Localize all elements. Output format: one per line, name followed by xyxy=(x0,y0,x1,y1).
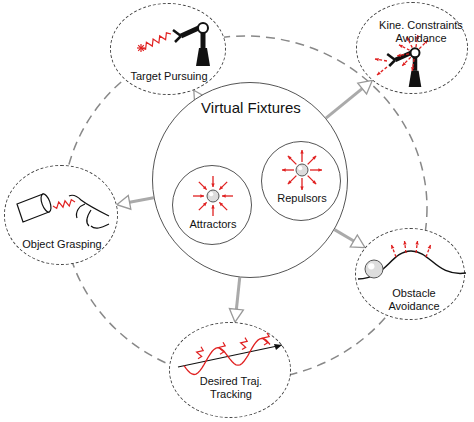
sphere-highlight xyxy=(298,166,302,170)
force-arrowhead xyxy=(397,54,401,57)
node-label: Kine. Constraints Avoidance xyxy=(375,19,467,45)
hollow-arrowhead xyxy=(350,235,365,248)
force-arrow xyxy=(219,202,227,210)
target-star xyxy=(138,45,144,51)
force-arrowhead xyxy=(219,202,223,206)
force-arrowhead xyxy=(399,45,403,48)
spring-line xyxy=(141,33,171,49)
hollow-arrowhead xyxy=(229,309,243,323)
robot-gripper xyxy=(173,30,181,42)
virtual-fixtures-circle: Virtual FixturesAttractors Repulsors xyxy=(152,82,348,278)
obstacle-curve xyxy=(358,251,466,279)
node-illustration xyxy=(262,142,342,222)
force-arrowhead xyxy=(222,194,226,197)
sphere xyxy=(207,190,219,202)
force-arrowhead xyxy=(300,150,303,154)
force-arrow xyxy=(219,182,227,190)
target-pursuing-circle: Target Pursuing xyxy=(110,3,226,95)
arrow-shaft xyxy=(334,230,353,241)
fixture-arrow xyxy=(117,195,154,209)
node-label: Virtual Fixtures xyxy=(201,99,301,117)
force-arrowhead xyxy=(200,194,204,197)
force-arrowhead xyxy=(318,168,322,171)
spring-line xyxy=(53,200,75,209)
hollow-arrowhead xyxy=(358,80,372,94)
force-arrowhead xyxy=(415,241,418,245)
node-label: Obstacle Avoidance xyxy=(378,287,450,313)
force-arrowhead xyxy=(211,183,214,187)
robot-joint xyxy=(198,23,208,33)
node-illustration xyxy=(173,166,253,246)
node-illustration xyxy=(170,323,292,419)
force-arrow xyxy=(199,202,207,210)
force-arrowhead xyxy=(211,205,214,209)
force-arrowhead xyxy=(282,168,286,171)
force-arrowhead xyxy=(375,58,379,61)
spring-line xyxy=(197,347,204,359)
force-arrow xyxy=(426,245,431,257)
force-arrowhead xyxy=(203,186,207,190)
sphere xyxy=(365,260,383,278)
force-arrowhead xyxy=(391,245,394,249)
spring-line xyxy=(219,342,226,354)
trajectory-tracking-circle: Desired Traj. Tracking xyxy=(169,322,291,418)
fixture-arrow xyxy=(229,277,243,322)
force-arrowhead xyxy=(288,156,292,160)
force-arrow xyxy=(377,67,387,75)
node-illustration xyxy=(111,4,227,96)
force-arrowhead xyxy=(402,62,406,66)
robot-base xyxy=(409,71,422,87)
node-label: Target Pursuing xyxy=(121,70,217,83)
force-arrow xyxy=(308,176,316,184)
kinematic-constraints-circle: Kine. Constraints Avoidance xyxy=(356,2,468,94)
cylinder-end xyxy=(39,193,53,214)
sphere xyxy=(296,164,308,176)
force-arrow xyxy=(308,156,316,164)
spring-line xyxy=(241,338,248,350)
force-arrow xyxy=(399,45,410,50)
force-arrowhead xyxy=(312,180,316,184)
force-arrow xyxy=(392,245,397,257)
sine-trajectory xyxy=(184,338,270,374)
robot-joint xyxy=(411,48,420,57)
force-arrow xyxy=(402,57,410,65)
force-arrowhead xyxy=(428,245,431,249)
sphere-highlight xyxy=(368,263,374,269)
robot-gripper xyxy=(387,54,395,66)
node-illustration xyxy=(357,3,469,95)
robot-base xyxy=(196,48,210,66)
arrow-shaft xyxy=(130,198,154,202)
force-arrow xyxy=(199,182,207,190)
node-label: Desired Traj. Tracking xyxy=(192,375,270,401)
fixture-arrow xyxy=(334,230,364,248)
fixture-arrow xyxy=(326,80,372,118)
node-label: Repulsors xyxy=(266,192,338,205)
force-arrow xyxy=(288,156,296,164)
node-label: Object Grasping xyxy=(15,238,109,251)
hand-outline xyxy=(69,195,109,228)
node-illustration xyxy=(5,166,119,266)
arrow-shaft xyxy=(236,277,239,309)
attractors-circle: Attractors xyxy=(172,165,252,245)
force-arrow xyxy=(288,176,296,184)
force-arrowhead xyxy=(403,241,406,245)
force-arrowhead xyxy=(312,156,316,160)
hollow-arrowhead xyxy=(117,195,131,209)
force-arrowhead xyxy=(411,67,414,71)
object-grasping-circle: Object Grasping xyxy=(4,165,118,265)
obstacle-avoidance-circle: Obstacle Avoidance xyxy=(355,228,465,320)
force-arrowhead xyxy=(288,180,292,184)
node-label: Attractors xyxy=(177,218,249,231)
sphere-highlight xyxy=(209,192,213,196)
trajectory-axis xyxy=(178,345,282,367)
force-arrowhead xyxy=(377,71,381,75)
arrow-shaft xyxy=(326,89,362,118)
force-arrowhead xyxy=(203,202,207,206)
repulsors-circle: Repulsors xyxy=(261,141,341,221)
force-arrowhead xyxy=(300,186,303,190)
force-arrowhead xyxy=(219,186,223,190)
spring-line xyxy=(263,333,270,345)
trajectory-arrowhead xyxy=(274,344,282,350)
